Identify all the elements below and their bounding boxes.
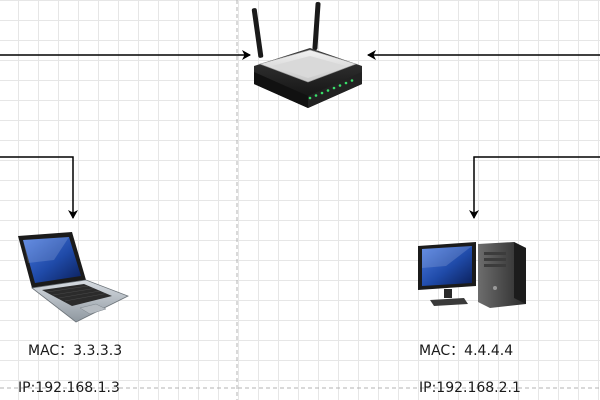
desktop-ip-label: IP:192.168.2.1 [419,380,521,396]
laptop-mac-label: MAC：3.3.3.3 [28,343,123,359]
laptop-node[interactable] [14,230,130,324]
connector-to-desktop[interactable] [469,156,600,219]
desktop-computer-icon [418,242,526,308]
laptop-icon [18,232,129,323]
router-node[interactable] [250,0,370,112]
connector-to-laptop[interactable] [0,156,78,219]
wireless-router-icon [251,2,362,108]
laptop-ip-label: IP:192.168.1.3 [18,380,120,396]
desktop-mac-label: MAC：4.4.4.4 [419,343,514,359]
desktop-node[interactable] [416,238,532,314]
